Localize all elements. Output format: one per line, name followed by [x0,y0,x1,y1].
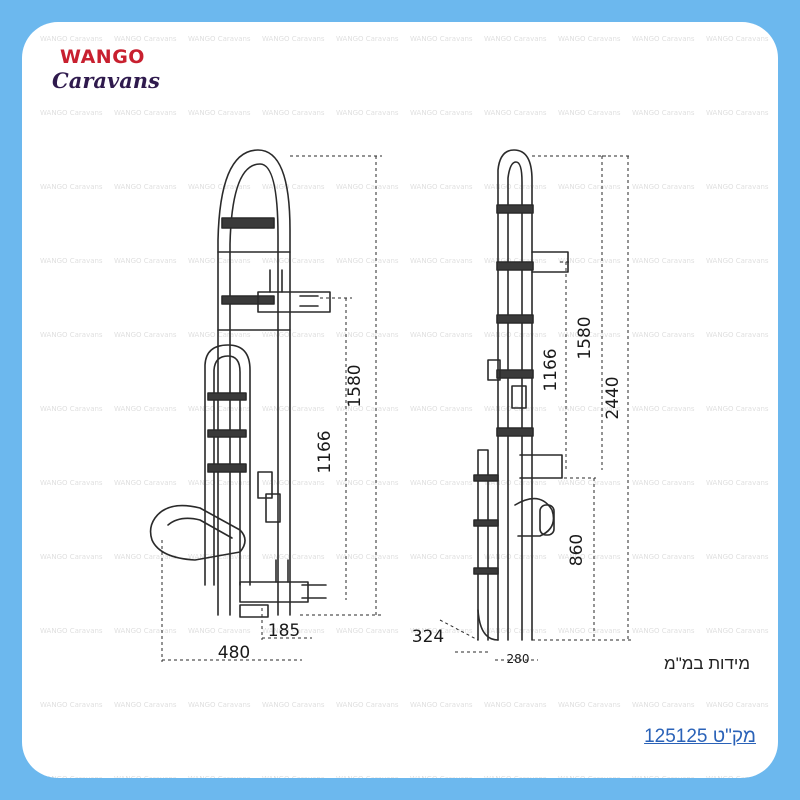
brand-logo-line1: WANGO [60,46,145,68]
dim-right-1580: 1580 [575,316,595,359]
sku-link[interactable]: מק"ט 125125 [644,726,756,747]
ladder-drawing: 1580 1166 480 185 1166 1580 2440 860 324… [149,149,632,666]
dim-left-1580: 1580 [345,364,365,407]
units-note: מידות במ"מ [664,654,750,673]
dim-right-280: 280 [507,652,530,666]
dim-right-2440: 2440 [603,376,623,419]
right-view [473,149,569,641]
brand-logo: WANGO Caravans [52,42,182,102]
dim-left-1166: 1166 [315,430,335,473]
brand-logo-line2: Caravans [52,68,160,93]
dim-right-324: 324 [412,627,444,647]
dim-right-860: 860 [567,534,587,566]
dim-right-1166: 1166 [541,348,561,391]
dim-left-185: 185 [268,621,300,641]
left-view [149,149,331,618]
dim-left-480: 480 [218,643,250,663]
